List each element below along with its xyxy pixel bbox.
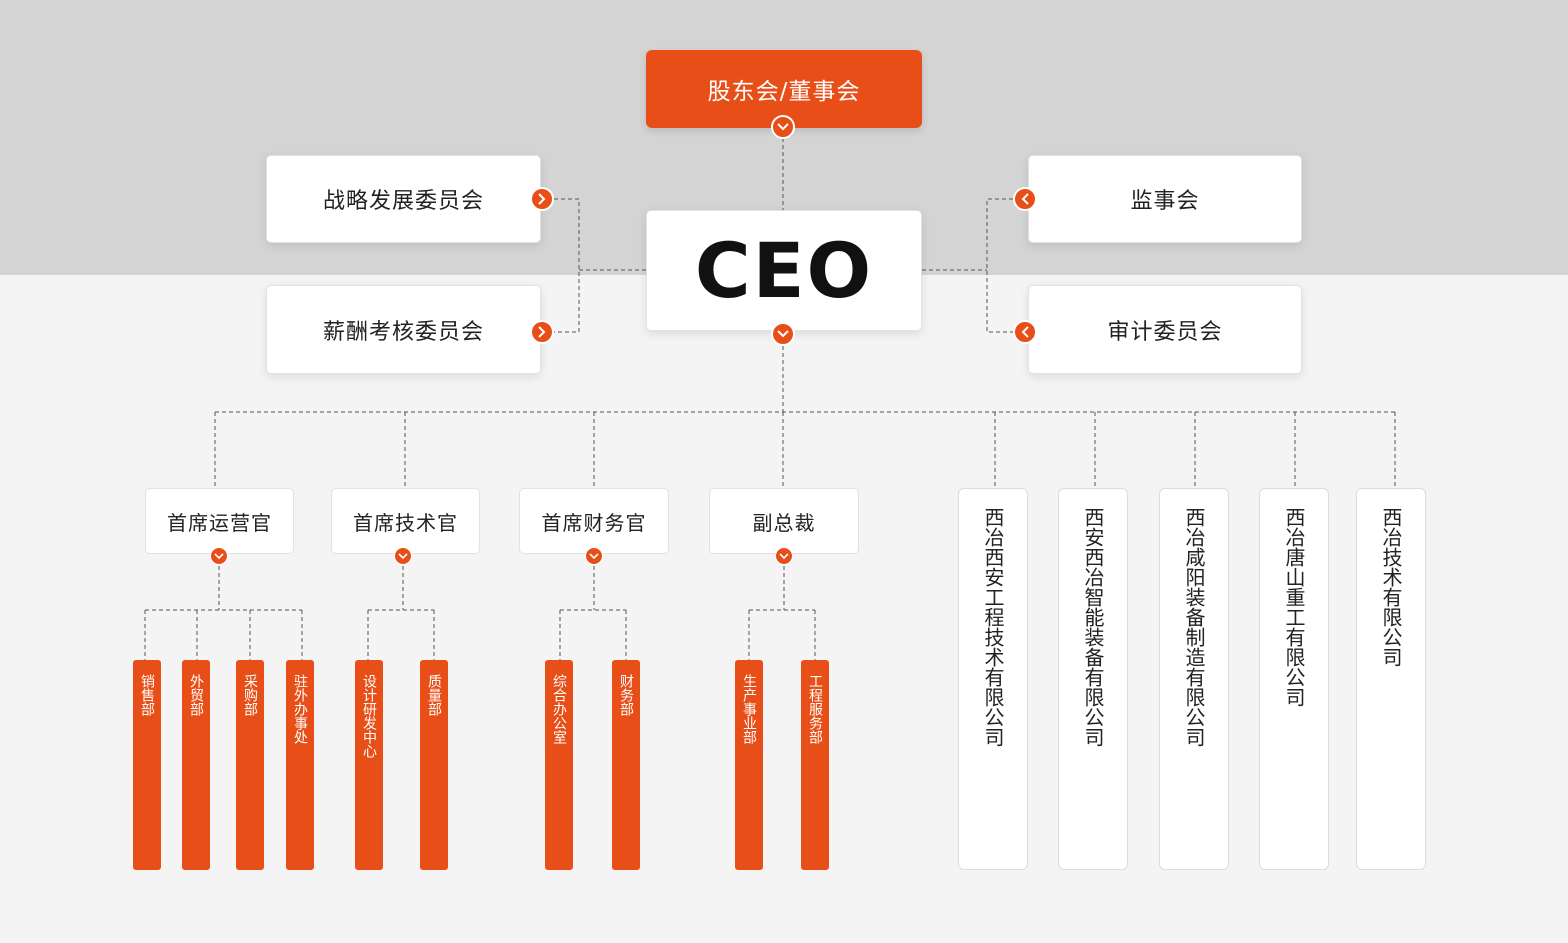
dept-foreign-trade: 外贸部 (182, 660, 210, 870)
ceo-node: CEO (646, 210, 922, 331)
dept-rnd-center: 设计研发中心 (355, 660, 383, 870)
exec-cto: 首席技术官 (331, 488, 480, 554)
chevron-down-icon (210, 547, 228, 565)
chevron-right-icon (530, 187, 554, 211)
exec-label: 副总裁 (752, 510, 816, 535)
dept-finance: 财务部 (612, 660, 640, 870)
dept-engineering-service: 工程服务部 (801, 660, 829, 870)
committee-strategy: 战略发展委员会 (266, 155, 541, 243)
committee-label: 监事会 (1130, 189, 1200, 214)
subsidiary-xianyang-manufacturing: 西冶咸阳装备制造有限公司 (1159, 488, 1229, 870)
chevron-down-icon (394, 547, 412, 565)
subsidiary-xian-intelligent: 西安西冶智能装备有限公司 (1058, 488, 1128, 870)
chevron-down-icon (771, 115, 795, 139)
committee-label: 战略发展委员会 (322, 189, 484, 214)
chevron-down-icon (775, 547, 793, 565)
chevron-left-icon (1013, 320, 1037, 344)
dept-overseas-office: 驻外办事处 (286, 660, 314, 870)
subsidiary-xian-engineering: 西冶西安工程技术有限公司 (958, 488, 1028, 870)
exec-vp: 副总裁 (709, 488, 859, 554)
dept-general-office: 综合办公室 (545, 660, 573, 870)
committee-label: 薪酬考核委员会 (322, 319, 484, 345)
committee-label: 审计委员会 (1107, 319, 1223, 345)
board-label: 股东会/董事会 (707, 79, 861, 105)
exec-cfo: 首席财务官 (519, 488, 669, 554)
dept-sales: 销售部 (133, 660, 161, 870)
chevron-down-icon (771, 322, 795, 346)
committee-compensation: 薪酬考核委员会 (266, 285, 541, 374)
exec-label: 首席财务官 (541, 510, 647, 535)
exec-label: 首席技术官 (353, 510, 458, 535)
exec-coo: 首席运营官 (145, 488, 294, 554)
subsidiary-technology: 西冶技术有限公司 (1356, 488, 1426, 870)
chevron-left-icon (1013, 187, 1037, 211)
exec-label: 首席运营官 (167, 510, 272, 535)
chevron-right-icon (530, 320, 554, 344)
dept-production: 生产事业部 (735, 660, 763, 870)
subsidiary-tangshan-heavy: 西冶唐山重工有限公司 (1259, 488, 1329, 870)
committee-audit: 审计委员会 (1028, 285, 1302, 374)
dept-procurement: 采购部 (236, 660, 264, 870)
committee-supervisory: 监事会 (1028, 155, 1302, 243)
chevron-down-icon (585, 547, 603, 565)
ceo-label: CEO (694, 226, 874, 315)
dept-quality: 质量部 (420, 660, 448, 870)
